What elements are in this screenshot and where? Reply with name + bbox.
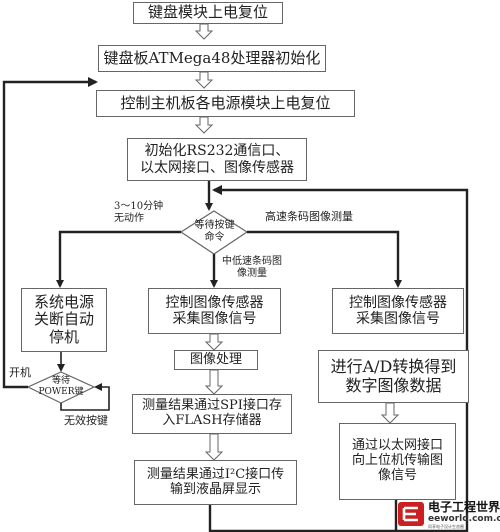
send-host-box: 通过以太网接口向上位机传输图像信号 xyxy=(339,423,456,500)
wait-power-label: 等待POWER键 xyxy=(38,376,84,397)
wait-cmd-label: 等待按键命令 xyxy=(194,220,235,243)
hollow-arrows xyxy=(194,23,400,461)
image-processing-box: 图像处理 xyxy=(174,350,258,370)
timeout-label: 3～10分钟无动作 xyxy=(114,201,164,224)
host-power-reset-box: 控制主机板各电源模块上电复位 xyxy=(96,90,355,117)
save-flash-box: 测量结果通过SPI接口存入FLASH存储器 xyxy=(132,394,292,434)
logo-name: 电子工程世界 xyxy=(428,500,500,514)
power-on-label: 开机 xyxy=(9,366,31,379)
logo-tagline: 同享电子设计生态圈 xyxy=(428,524,464,529)
logo-site: eeworld.com.cn xyxy=(428,514,500,524)
invalid-key-label: 无效按键 xyxy=(64,414,108,427)
capture-high-box: 控制图像传感器采集图像信号 xyxy=(332,288,464,334)
mid-low-speed-label: 中低速条码图像测量 xyxy=(222,256,282,279)
ad-convert-box: 进行A/D转换得到数字图像数据 xyxy=(318,350,469,403)
eeworld-logo: 电子工程世界 eeworld.com.cn 同享电子设计生态圈 xyxy=(396,497,500,530)
capture-mid-box: 控制图像传感器采集图像信号 xyxy=(148,288,281,334)
high-speed-label: 高速条码图像测量 xyxy=(265,210,353,223)
keyboard-reset-box: 键盘模块上电复位 xyxy=(133,2,283,24)
eeworld-logo-icon xyxy=(398,502,424,526)
power-off-box: 系统电源关断自动停机 xyxy=(21,288,107,352)
display-lcd-box: 测量结果通过I²C接口传输到液晶屏显示 xyxy=(134,460,297,505)
mcu-init-box: 键盘板ATMega48处理器初始化 xyxy=(98,45,326,72)
init-interfaces-box: 初始化RS232通信口、以太网接口、图像传感器 xyxy=(127,138,307,181)
